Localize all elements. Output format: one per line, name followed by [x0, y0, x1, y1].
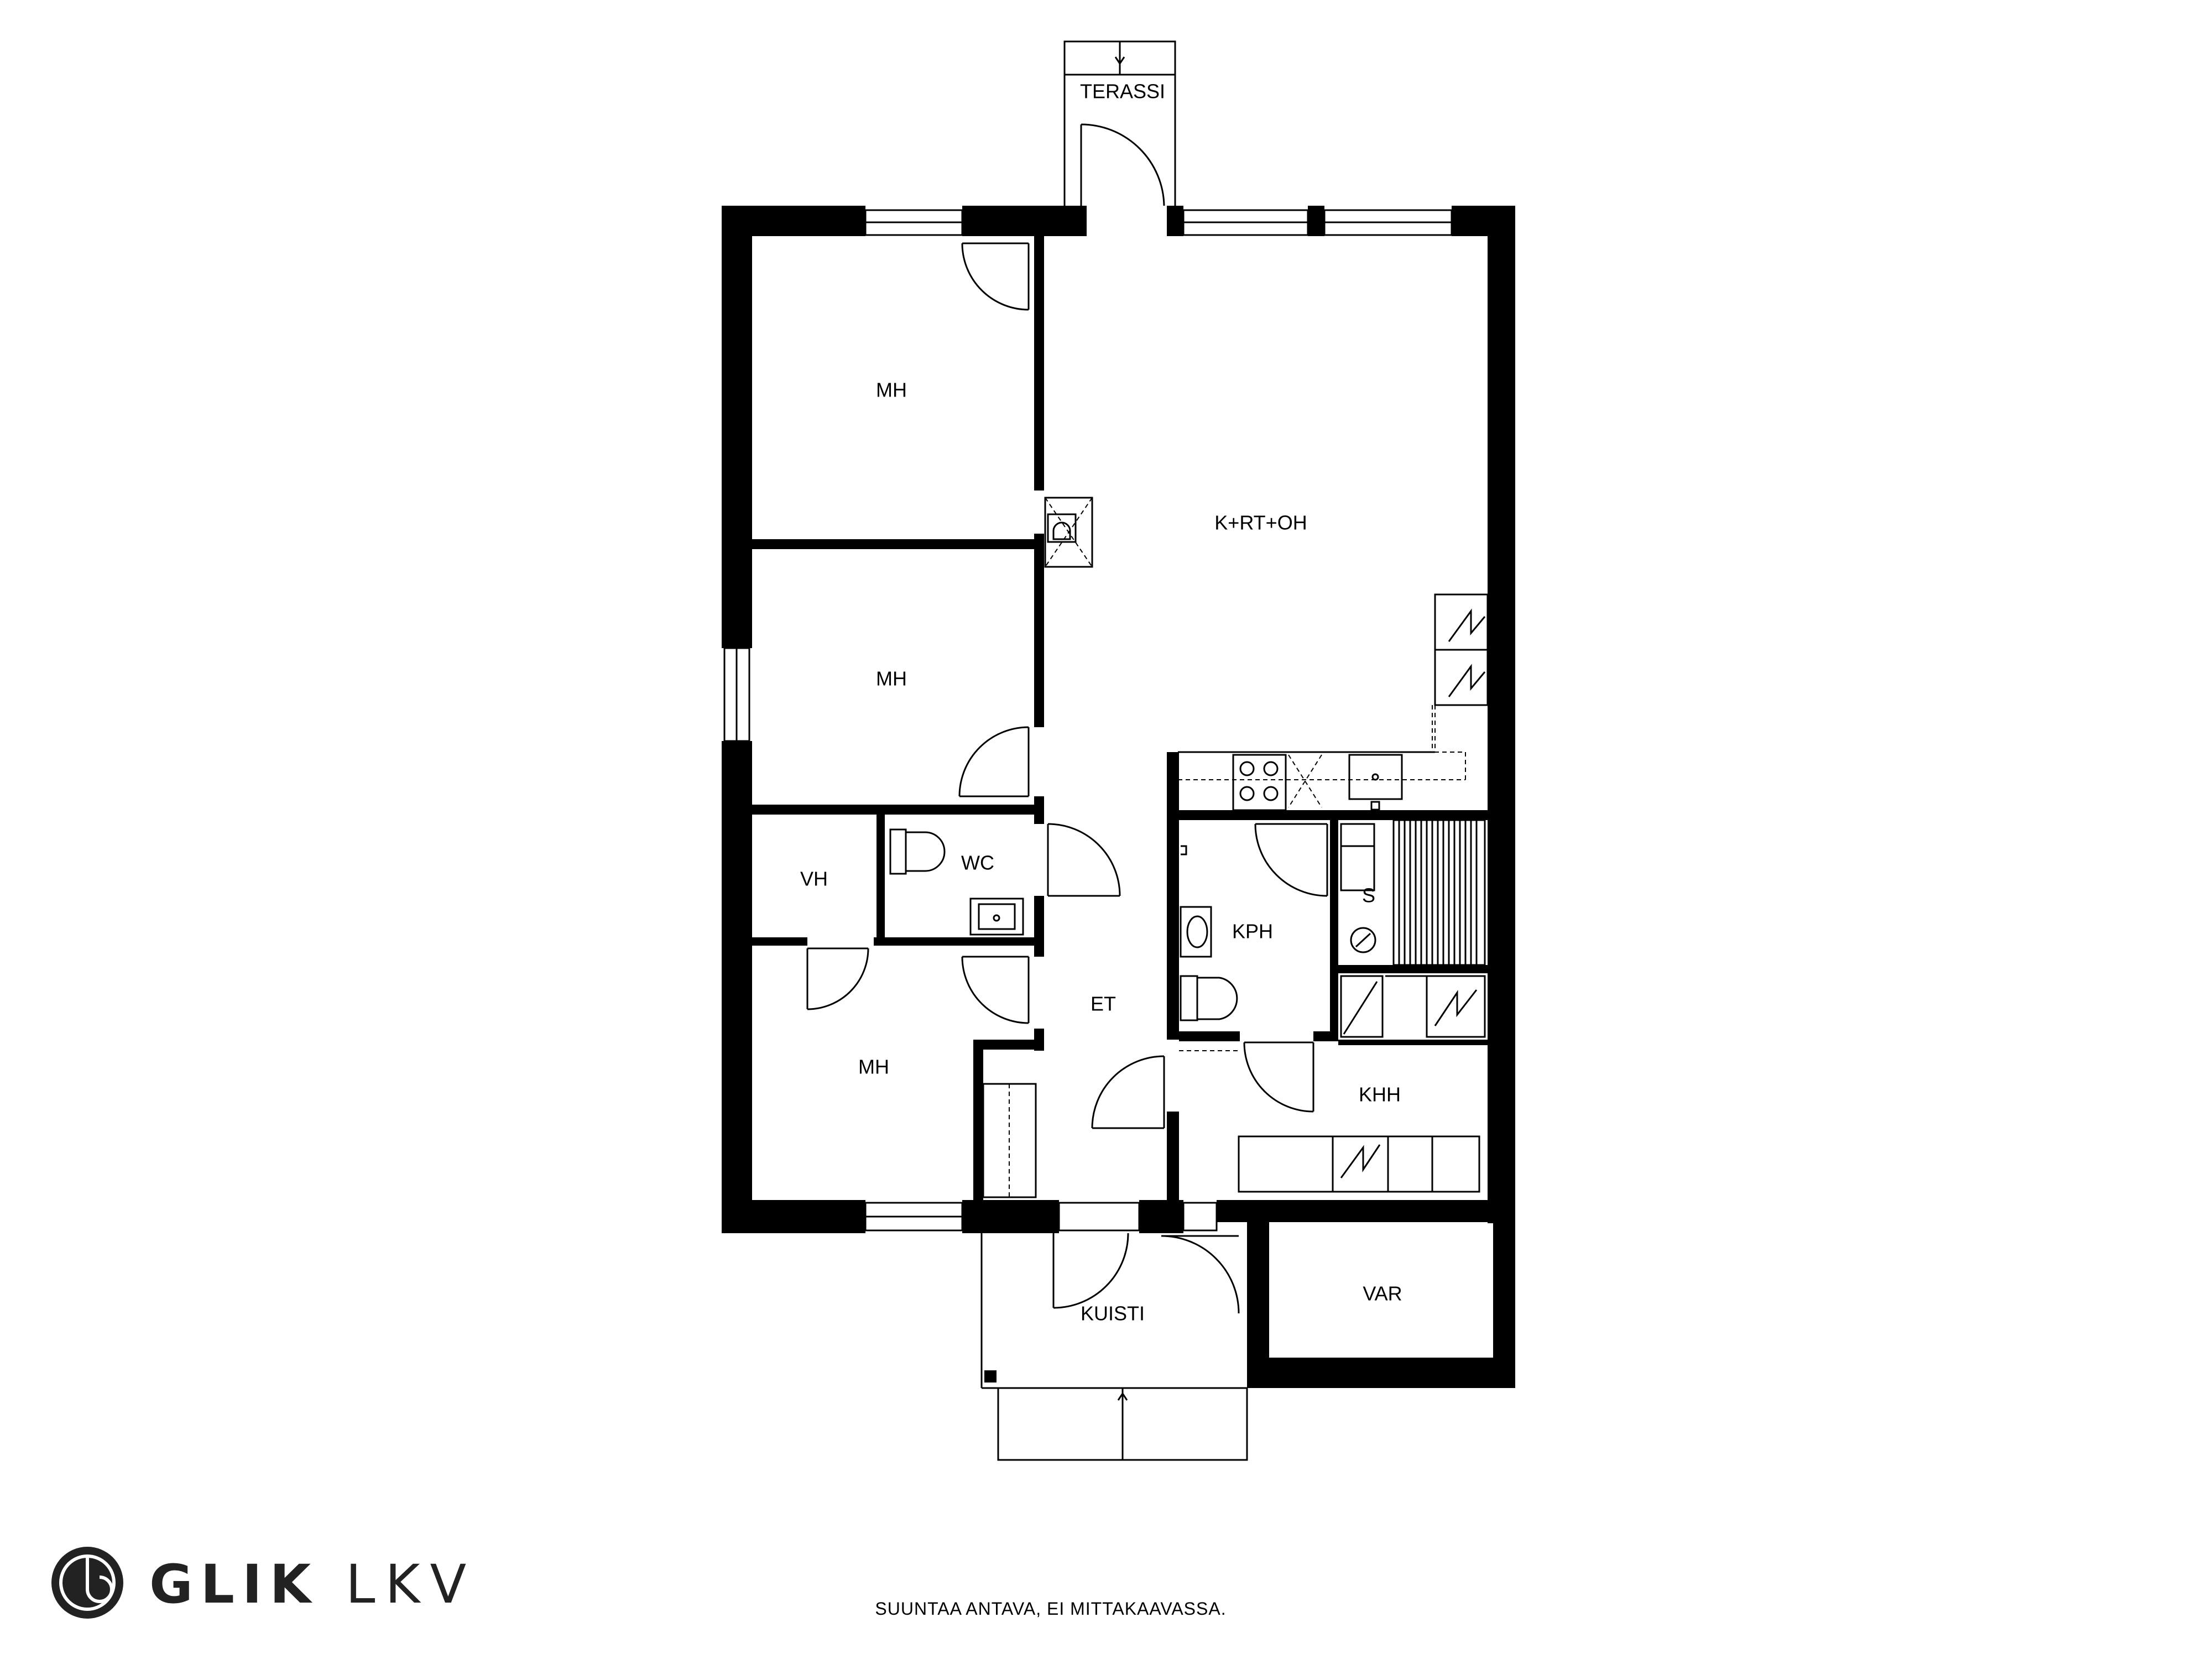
room-label-et: ET	[1091, 993, 1116, 1015]
room-label-living: K+RT+OH	[1214, 512, 1307, 534]
logo-suffix: LKV	[346, 1553, 476, 1615]
room-label-wc: WC	[961, 852, 994, 874]
room-label-kph: KPH	[1232, 920, 1273, 943]
disclaimer-note: SUUNTAA ANTAVA, EI MITTAKAAVASSA.	[875, 1599, 1226, 1619]
kitchen-counter	[1178, 593, 1489, 811]
room-label-sauna: S	[1362, 884, 1375, 907]
company-logo: GLIK LKV	[51, 1547, 476, 1619]
utility-counter	[1179, 1050, 1480, 1193]
logo-name: GLIK	[149, 1553, 319, 1615]
exterior-walls	[722, 206, 1515, 1388]
porch	[980, 1233, 1248, 1461]
doors	[806, 242, 1328, 1314]
room-label-mh-top: MH	[876, 379, 907, 401]
room-label-kuisti: KUISTI	[1081, 1302, 1145, 1325]
terrace	[1063, 40, 1176, 206]
bathroom-fixtures	[1180, 845, 1238, 1021]
wardrobe	[982, 1083, 1037, 1198]
room-label-khh: KHH	[1359, 1083, 1401, 1106]
room-label-terassi: TERASSI	[1080, 80, 1165, 103]
shower-area	[1340, 975, 1486, 1038]
interior-walls	[752, 236, 1488, 1200]
sauna-benches	[1340, 819, 1486, 966]
room-labels: TERASSI MH MH K+RT+OH VH WC KPH S ET MH …	[800, 80, 1402, 1325]
windows	[723, 209, 1453, 1232]
room-label-mh-bottom: MH	[858, 1056, 889, 1078]
wc-fixtures	[889, 828, 1024, 936]
room-label-vh: VH	[800, 868, 828, 890]
room-label-var: VAR	[1363, 1282, 1402, 1305]
logo-emblem-icon	[51, 1547, 123, 1619]
fireplace-icon	[1044, 497, 1093, 568]
room-label-mh-middle: MH	[876, 667, 907, 690]
